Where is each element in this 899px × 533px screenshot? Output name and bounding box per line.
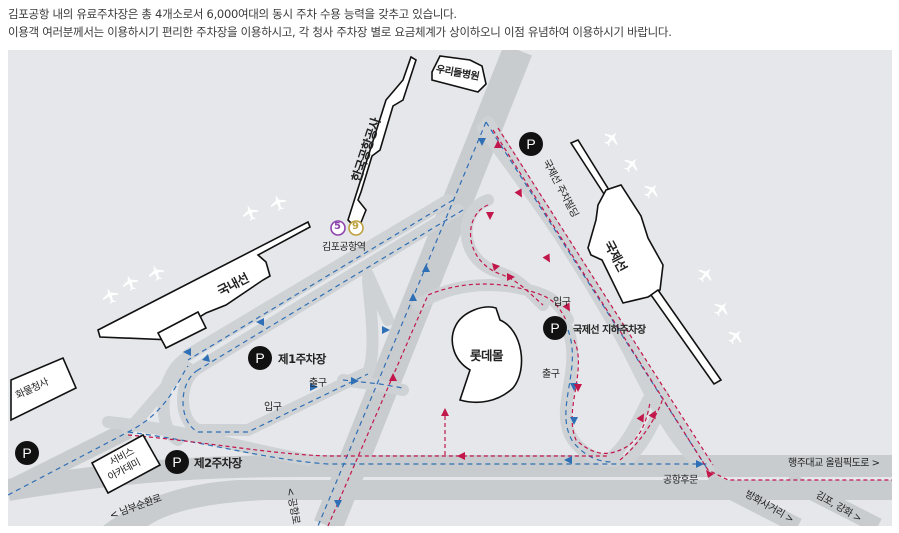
subway-line-9: 9 bbox=[352, 221, 359, 232]
intl-exit-label: 출구 bbox=[542, 369, 560, 380]
cargo-shape bbox=[10, 356, 78, 422]
parking-badge-p2[interactable]: P bbox=[165, 450, 189, 474]
subway-line-icons bbox=[330, 220, 364, 236]
red-routes bbox=[127, 127, 892, 526]
intl-entrance-label: 입구 bbox=[553, 297, 571, 308]
hospital-shape bbox=[431, 55, 487, 93]
intro-text: 김포공항 내의 유료주차장은 총 4개소로서 6,000여대의 동시 주차 수용… bbox=[8, 5, 672, 41]
parking-intl-underground-label[interactable]: 국제선 지하주차장 bbox=[573, 325, 646, 336]
parking-map: 5 9 김포공항역 국내선 국제선 한국공항공사 우리들병원 화물청사 서비스 … bbox=[8, 50, 892, 526]
map-graphics bbox=[8, 50, 892, 526]
academy-shape bbox=[90, 433, 162, 495]
lotte-mall-label: 롯데몰 bbox=[470, 348, 504, 363]
parking-badge-cargo[interactable]: P bbox=[15, 441, 39, 465]
intro-line-1: 김포공항 내의 유료주차장은 총 4개소로서 6,000여대의 동시 주차 수용… bbox=[8, 7, 457, 21]
kac-building-shape bbox=[347, 55, 417, 232]
blue-arrows bbox=[183, 138, 704, 508]
p1-entrance-label: 입구 bbox=[264, 402, 282, 413]
parking-badge-p1[interactable]: P bbox=[248, 346, 272, 370]
subway-station-label: 김포공항역 bbox=[322, 242, 366, 253]
lotte-mall-shape bbox=[451, 306, 523, 404]
international-terminal-shape bbox=[569, 138, 723, 386]
parking-badge-intl-building[interactable]: P bbox=[519, 132, 543, 156]
blue-routes bbox=[8, 121, 709, 526]
parking-badge-intl-underground[interactable]: P bbox=[543, 316, 567, 340]
subway-line-5: 5 bbox=[334, 221, 341, 232]
intro-line-2: 이용객 여러분께서는 이용하시기 편리한 주차장을 이용하시고, 각 청사 주차… bbox=[8, 25, 672, 39]
rear-gate-label: 공항후문 bbox=[663, 475, 698, 486]
parking-p2-label[interactable]: 제2주차장 bbox=[194, 456, 242, 470]
p1-exit-label: 출구 bbox=[309, 378, 327, 389]
namboo-road bbox=[103, 480, 892, 526]
red-arrows bbox=[389, 140, 714, 478]
domestic-terminal-shape bbox=[97, 220, 312, 350]
road-haengju-label: 행주대교 올림픽도로 > bbox=[788, 458, 880, 469]
parking-p1-label[interactable]: 제1주차장 bbox=[278, 352, 326, 366]
